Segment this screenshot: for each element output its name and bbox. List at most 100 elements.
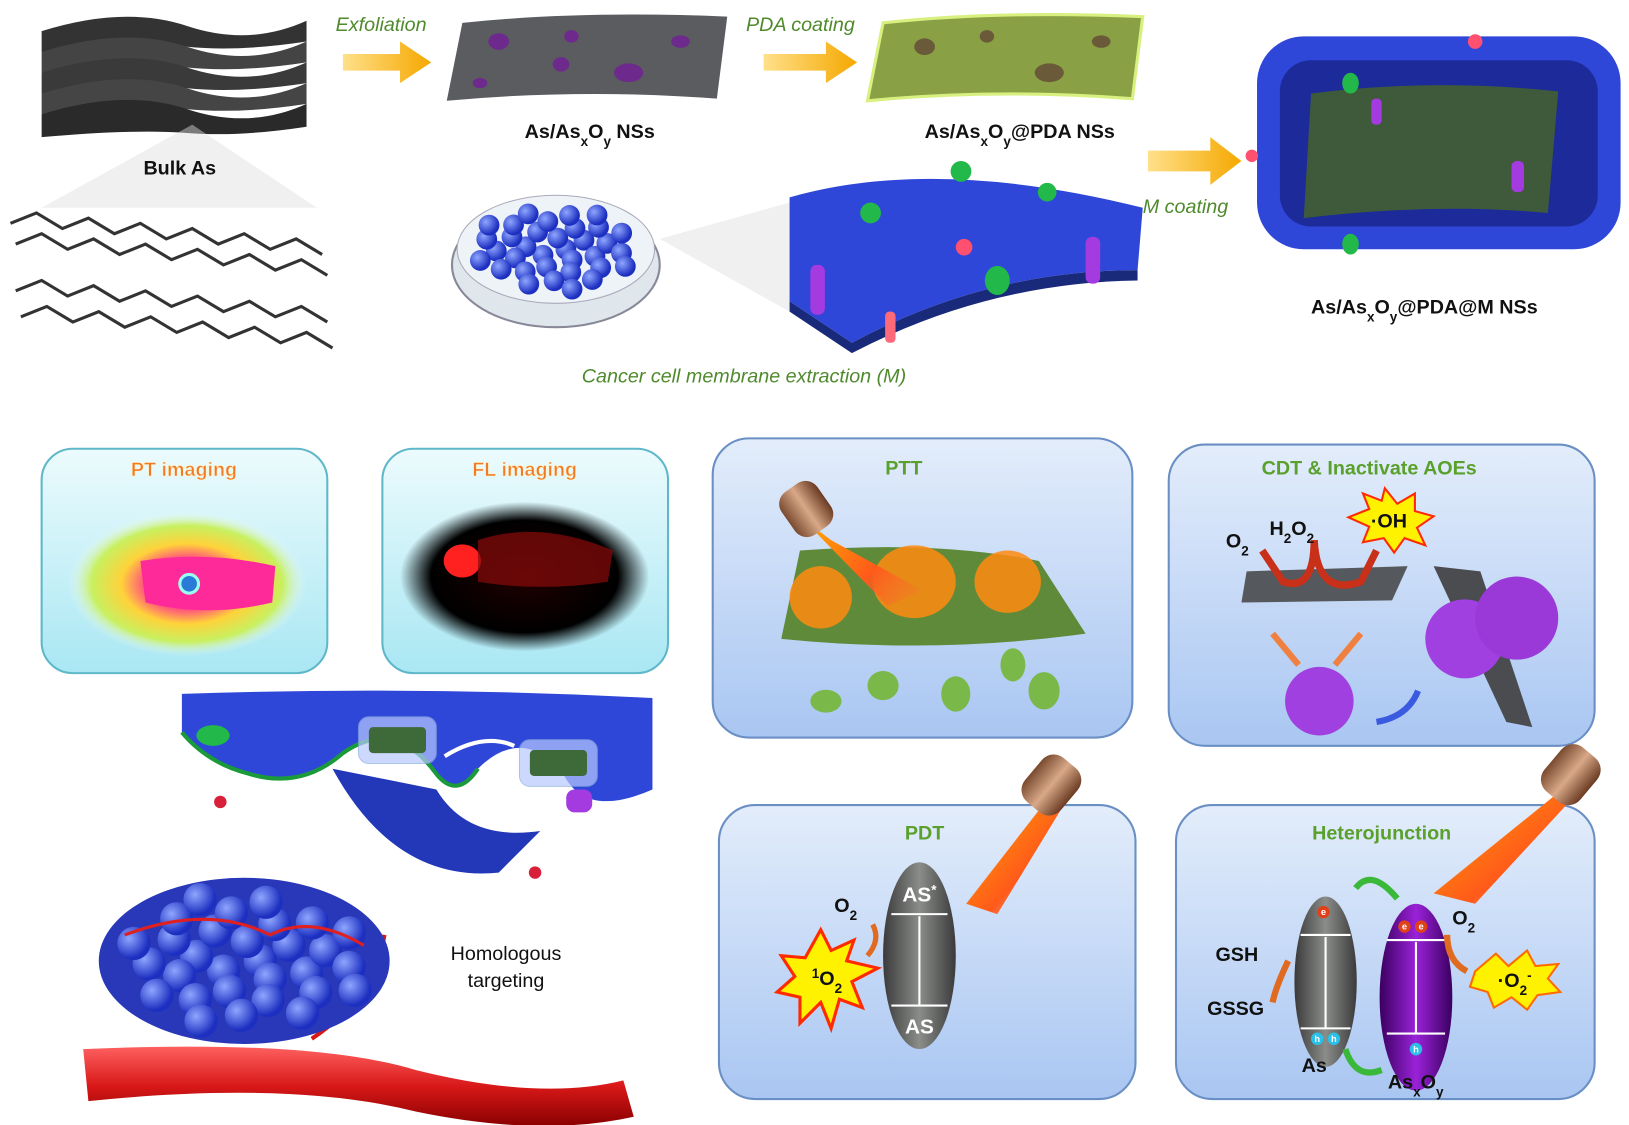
gsh-label: GSH [1215, 944, 1258, 966]
cell-sphere [518, 273, 540, 295]
cell-sphere [249, 885, 283, 919]
hole-label: h [1331, 1034, 1337, 1044]
cell-sphere [285, 996, 320, 1030]
cell-sphere [140, 978, 174, 1012]
pda-coated-nanosheet: As/AsxOy@PDA NSs [865, 12, 1145, 149]
cell-sphere [309, 933, 343, 968]
electron-transfer-arrow [1353, 876, 1400, 901]
arsenene-lattice [9, 211, 334, 350]
bulk-as-label: Bulk As [143, 158, 216, 180]
hole-label: h [1413, 1044, 1419, 1054]
fl-imaging-title: FL imaging [472, 459, 577, 481]
heterojunction-title: Heterojunction [1312, 822, 1451, 844]
cell-sphere [559, 205, 580, 226]
pdt-panel: PDT AS* AS O2 1O2 [717, 754, 1137, 1101]
electron-label: e [1321, 907, 1326, 917]
cell-sphere [162, 959, 197, 993]
cell-sphere [230, 924, 264, 959]
ptt-title: PTT [885, 458, 922, 480]
cell-sphere [224, 998, 259, 1032]
cell-sphere [547, 227, 569, 249]
m-coating-arrow: M coating [1143, 137, 1242, 218]
targeting-line1: Homologous [451, 943, 562, 965]
electron-label: e [1402, 922, 1407, 932]
m-coating-label: M coating [1143, 196, 1229, 218]
ptt-panel: PTT [711, 437, 1134, 739]
laser-icon [1021, 754, 1082, 816]
cell-sphere [469, 250, 491, 271]
cell-sphere [503, 214, 524, 236]
gssg-label: GSSG [1207, 998, 1264, 1020]
cell-sphere [611, 222, 633, 244]
cell-sphere [586, 204, 608, 226]
tumor [98, 877, 390, 1044]
cell-sphere [581, 269, 603, 290]
zoom-cone [41, 124, 317, 208]
hole-transfer-arrow [1342, 1048, 1383, 1076]
cell-sphere [295, 906, 330, 940]
het-o2: O2 [1452, 908, 1475, 936]
cell-membrane-endocytosis [180, 690, 653, 879]
burst-icon [1468, 948, 1563, 1012]
electron-label: e [1419, 922, 1424, 932]
pt-imaging-title: PT imaging [131, 459, 237, 481]
cell-sphere [338, 973, 372, 1007]
pdt-o2: O2 [834, 895, 857, 922]
internalization-arrow [443, 738, 516, 758]
cdt-panel: CDT & Inactivate AOEs O2 H2O2 ·OH [1167, 443, 1596, 747]
cell-sphere [614, 255, 636, 277]
hole-label: h [1314, 1034, 1320, 1044]
superoxide-label: ·O2- [1498, 967, 1532, 997]
singlet-oxygen-label: 1O2 [812, 965, 842, 995]
cell-sphere [543, 270, 565, 292]
bulk-arsenic-stack: Bulk As [41, 16, 317, 208]
homologous-targeting-label: Homologous targeting [451, 943, 562, 992]
cancer-cell-membrane: Cancer cell membrane extraction (M) [582, 161, 1143, 387]
pda-coating-arrow: PDA coating [746, 14, 858, 84]
targeting-line2: targeting [468, 970, 545, 992]
exfoliation-arrow: Exfoliation [336, 14, 432, 84]
cell-sphere [184, 1004, 218, 1038]
laser-icon [779, 480, 834, 538]
burst-icon [773, 926, 883, 1034]
as-pda-m-nss-label: As/AsxOy@PDA@M NSs [1311, 297, 1538, 325]
laser-beam [1433, 768, 1600, 904]
cell-sphere [251, 984, 285, 1018]
pdt-title: PDT [905, 822, 944, 844]
hydroxyl-radical-label: ·OH [1371, 511, 1407, 533]
cell-sphere [490, 258, 512, 280]
laser-beam [801, 518, 923, 606]
laser-icon [1540, 744, 1601, 806]
pda-coating-label: PDA coating [746, 14, 855, 36]
heterojunction-panel: Heterojunction e e e h h h GSH GSSG As A… [1174, 744, 1601, 1101]
as-nss-label: As/AsxOy NSs [525, 121, 655, 148]
cell-sphere [537, 211, 559, 232]
cell-sphere [183, 882, 217, 917]
cell-sphere [160, 902, 194, 936]
excited-state-label: AS* [902, 882, 937, 907]
membrane-extraction-label: Cancer cell membrane extraction (M) [582, 365, 906, 387]
membrane-coated-nanosheet: As/AsxOy@PDA@M NSs [1245, 34, 1621, 325]
enzyme-icon [1285, 666, 1354, 736]
laser-beam [966, 794, 1071, 915]
cdt-h2o2: H2O2 [1269, 518, 1314, 546]
cell-sphere [561, 278, 583, 300]
pt-imaging-panel: PT imaging [40, 447, 329, 675]
reaction-arrow-oh [1310, 539, 1380, 589]
fl-imaging-panel: FL imaging [381, 447, 670, 675]
cell-sphere [596, 232, 618, 254]
cell-sphere [517, 203, 539, 225]
burst-icon [1345, 485, 1437, 555]
asxoy-label: AsxOy [1388, 1072, 1444, 1099]
cell-sphere [478, 214, 500, 236]
cdt-title: CDT & Inactivate AOEs [1262, 458, 1477, 480]
ground-state-label: AS [905, 1016, 934, 1039]
petri-dish [450, 194, 661, 329]
as-pda-nss-label: As/AsxOy@PDA NSs [925, 121, 1115, 148]
as-label: As [1302, 1055, 1327, 1077]
exfoliation-label: Exfoliation [336, 14, 427, 36]
nanosheet: As/AsxOy NSs [446, 14, 728, 149]
cdt-o2: O2 [1226, 530, 1249, 558]
cell-sphere [560, 261, 582, 283]
